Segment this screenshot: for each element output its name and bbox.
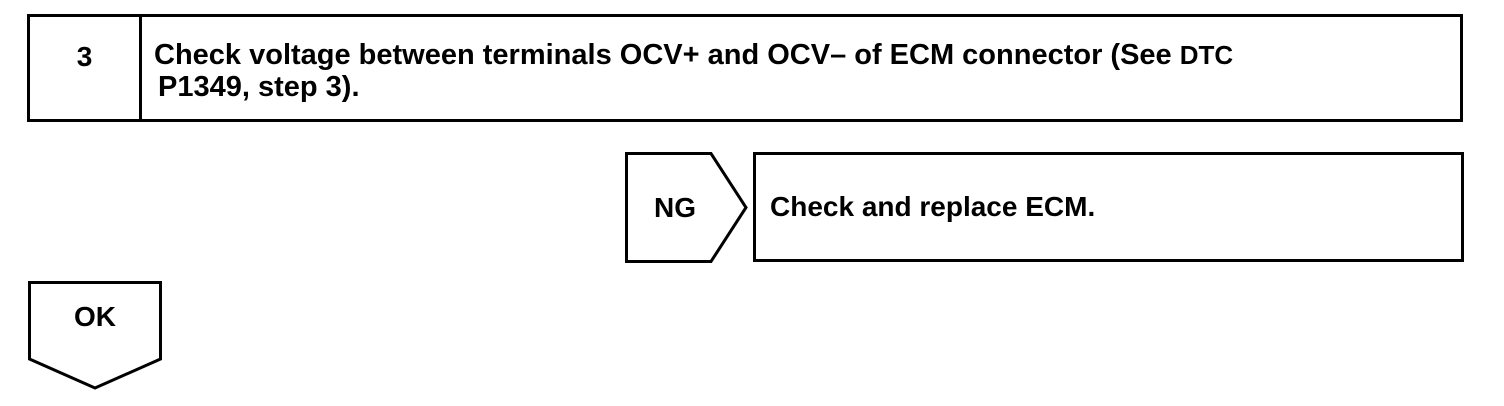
- ng-action-text: Check and replace ECM.: [770, 191, 1096, 222]
- step-instruction: Check voltage between terminals OCV+ and…: [142, 17, 1460, 119]
- ok-branch-tag: OK: [28, 281, 164, 391]
- ok-arrow-shape: [28, 281, 162, 390]
- step-box: 3 Check voltage between terminals OCV+ a…: [27, 14, 1463, 122]
- step-instruction-line2: P1349, step 3).: [158, 71, 360, 103]
- ng-branch-tag: NG: [625, 152, 749, 263]
- step-instruction-dtc: DTC: [1179, 40, 1234, 70]
- step-instruction-main: Check voltage between terminals OCV+ and…: [154, 39, 1180, 71]
- ng-result-box: Check and replace ECM.: [753, 152, 1464, 262]
- ng-label: NG: [654, 191, 696, 223]
- ok-label: OK: [74, 301, 116, 332]
- step-number: 3: [30, 17, 142, 119]
- ng-arrow-shape: [625, 152, 748, 263]
